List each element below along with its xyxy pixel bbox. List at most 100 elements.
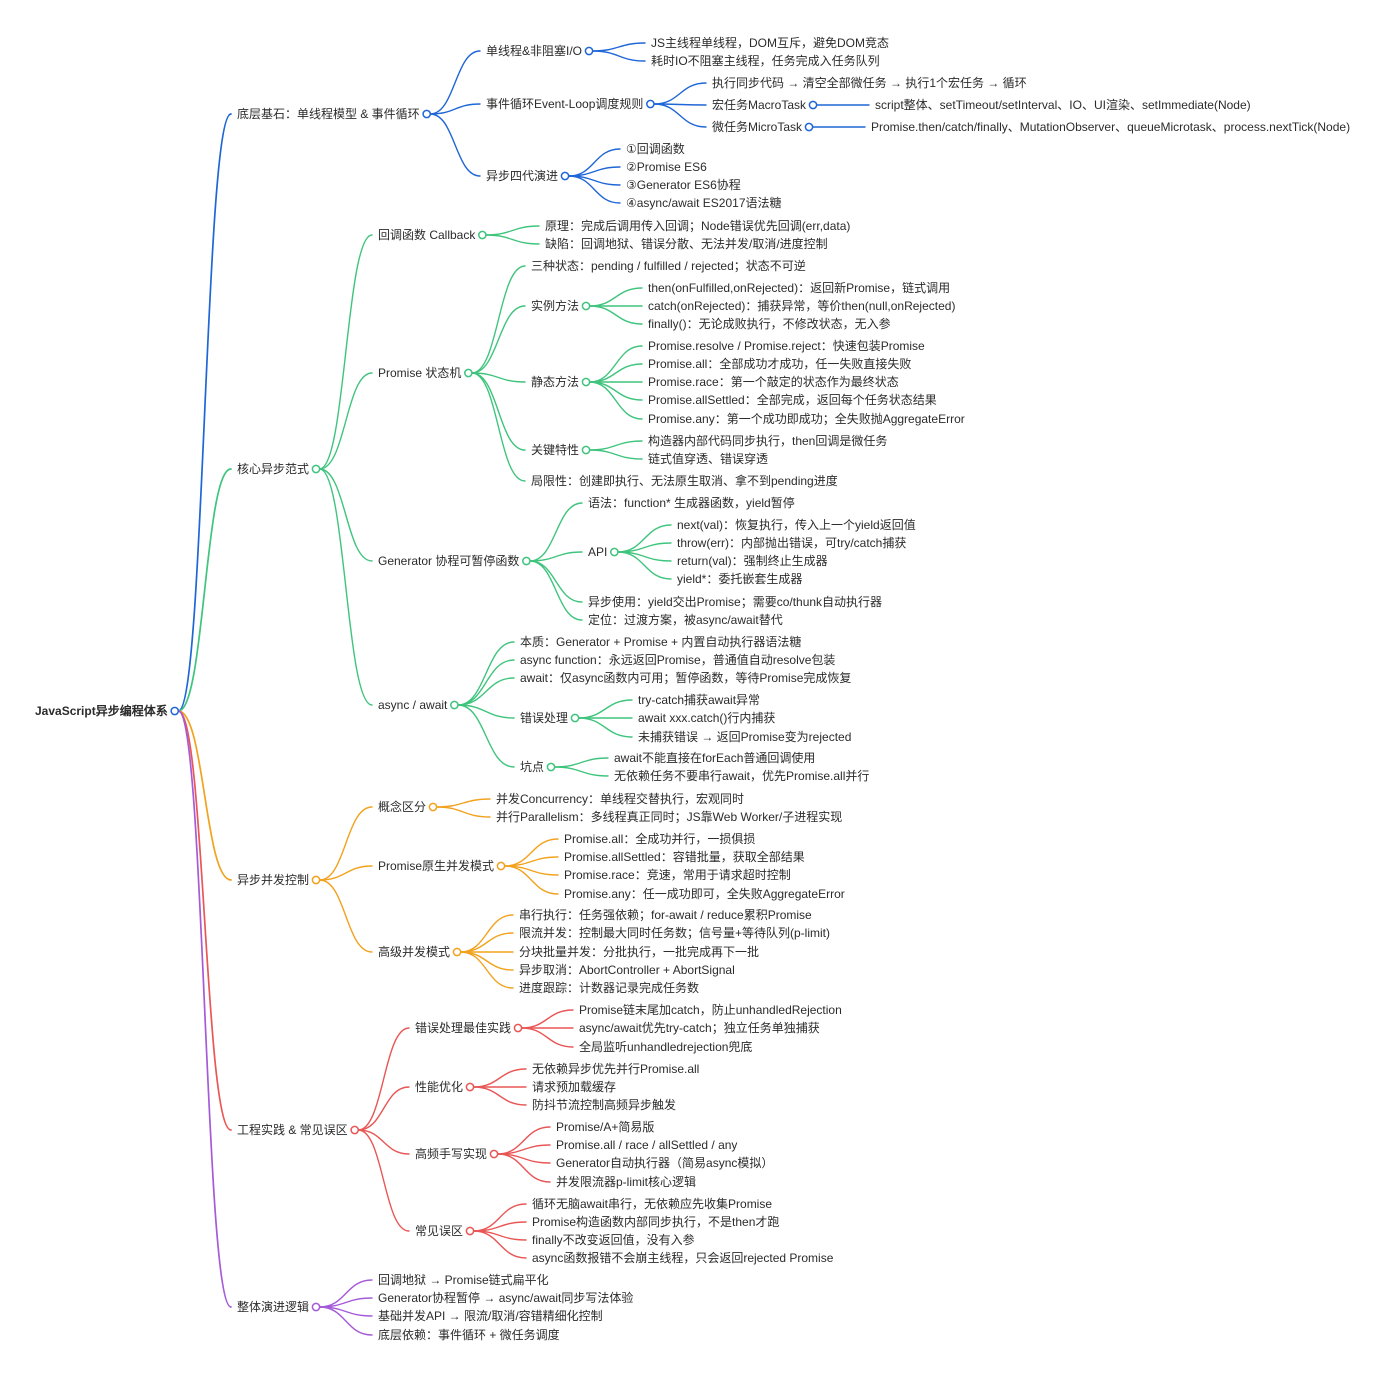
leaf-label: 构造器内部代码同步执行，then回调是微任务 (648, 433, 887, 448)
connector-line (496, 1153, 551, 1183)
leaf-label: finally()：无论成败执行，不修改状态，无入参 (648, 316, 891, 331)
connector-line (588, 449, 643, 460)
connector-line (318, 806, 373, 881)
leaf-label: 请求预加载缓存 (532, 1080, 616, 1094)
topic-label: 关键特性 (531, 442, 579, 457)
fold-toggle[interactable] (609, 547, 619, 557)
connector-line (588, 381, 643, 420)
leaf-label: 进度跟踪：计数器记录完成任务数 (519, 980, 699, 995)
fold-toggle[interactable] (465, 1226, 475, 1236)
connector-line (318, 879, 373, 953)
connector-line (435, 806, 491, 818)
connector-line (457, 704, 515, 719)
leaf-label: Promise.race：竞速，常用于请求超时控制 (564, 867, 791, 882)
connector-line (177, 710, 232, 1131)
connector-line (177, 710, 232, 1308)
fold-toggle[interactable] (428, 802, 438, 812)
topic-label: 高级并发模式 (378, 944, 450, 959)
leaf-label: 无依赖任务不要串行await，优先Promise.all并行 (614, 768, 869, 783)
fold-toggle[interactable] (311, 1302, 321, 1312)
branch-label: 异步并发控制 (237, 872, 309, 887)
leaf-label: Promise.all / race / allSettled / any (556, 1138, 737, 1152)
leaf-label: 并发限流器p-limit核心逻辑 (556, 1174, 696, 1189)
topic-label: 实例方法 (531, 298, 579, 313)
leaf-label: 执行同步代码 → 清空全部微任务 → 执行1个宏任务 → 循环 (712, 75, 1027, 90)
connector-line (429, 113, 481, 177)
connector-line (553, 766, 609, 777)
fold-toggle[interactable] (422, 109, 432, 119)
connector-line (429, 103, 481, 115)
leaf-label: 回调地狱 → Promise链式扁平化 (378, 1272, 549, 1287)
fold-toggle[interactable] (464, 368, 473, 378)
fold-toggle[interactable] (584, 46, 594, 56)
fold-toggle[interactable] (581, 377, 591, 387)
topic-label: API (588, 545, 607, 559)
fold-toggle[interactable] (311, 875, 321, 885)
fold-toggle[interactable] (350, 1125, 360, 1135)
leaf-label: 底层依赖：事件循环 + 微任务调度 (378, 1327, 560, 1342)
topic-label: 高频手写实现 (415, 1146, 487, 1161)
connector-line (485, 234, 540, 245)
fold-toggle[interactable] (581, 445, 591, 455)
leaf-label: 基础并发API → 限流/取消/容错精细化控制 (378, 1308, 603, 1323)
connector-line (471, 372, 526, 482)
topic-label: async / await (378, 698, 448, 712)
topic-label: 性能优化 (415, 1080, 463, 1094)
leaf-label: 异步使用：yield交出Promise；需要co/thunk自动执行器 (588, 594, 882, 609)
leaf-label: 全局监听unhandledrejection兜底 (579, 1039, 752, 1054)
fold-toggle[interactable] (311, 464, 321, 474)
connector-line (357, 1027, 410, 1131)
connector-line (457, 704, 515, 768)
fold-toggle[interactable] (581, 301, 591, 311)
leaf-label: Promise构造函数内部同步执行，不是then才跑 (532, 1214, 779, 1229)
fold-toggle[interactable] (646, 99, 655, 109)
topic-label: 宏任务MacroTask (712, 97, 807, 112)
topic-label: 微任务MicroTask (712, 119, 803, 134)
connector-line (503, 865, 559, 895)
leaf-label: 防抖节流控制高频异步触发 (532, 1097, 676, 1112)
leaf-label: 限流并发：控制最大同时任务数；信号量+等待队列(p-limit) (519, 925, 830, 940)
fold-toggle[interactable] (560, 171, 570, 181)
fold-toggle[interactable] (478, 230, 487, 240)
fold-toggle[interactable] (570, 713, 580, 723)
fold-toggle[interactable] (513, 1023, 523, 1033)
fold-toggle[interactable] (522, 556, 531, 566)
connector-line (471, 265, 526, 374)
topic-label: 异步四代演进 (486, 168, 558, 183)
connector-line (177, 468, 232, 712)
connector-layer (177, 42, 870, 1336)
connector-line (529, 502, 583, 562)
leaf-label: ②Promise ES6 (626, 160, 707, 174)
leaf-label: Generator协程暂停 → async/await同步写法体验 (378, 1290, 633, 1305)
connector-line (429, 50, 481, 115)
connector-line (653, 103, 707, 128)
leaf-label: 三种状态：pending / fulfilled / rejected；状态不可… (531, 258, 806, 273)
fold-toggle[interactable] (450, 700, 459, 710)
leaf-label: try-catch捕获await异常 (638, 692, 760, 707)
leaf-label: async function：永远返回Promise，普通值自动resolve包… (520, 652, 835, 667)
fold-toggle[interactable] (452, 947, 462, 957)
leaf-label: Promise.all：全部成功才成功，任一失败直接失败 (648, 356, 911, 371)
leaf-label: Promise.allSettled：容错批量，获取全部结果 (564, 849, 805, 864)
connector-line (357, 1129, 410, 1155)
fold-toggle[interactable] (808, 100, 818, 110)
fold-toggle[interactable] (465, 1082, 475, 1092)
fold-toggle[interactable] (496, 861, 506, 871)
fold-toggle[interactable] (546, 762, 556, 772)
topic-label: 回调函数 Callback (378, 227, 476, 242)
fold-toggle[interactable] (489, 1149, 499, 1159)
leaf-label: 循环无脑await串行，无依赖应先收集Promise (532, 1196, 772, 1211)
leaf-label: 缺陷：回调地狱、错误分散、无法并发/取消/进度控制 (545, 236, 828, 251)
leaf-label: ④async/await ES2017语法糖 (626, 195, 782, 210)
leaf-label: 耗时IO不阻塞主线程，任务完成入任务队列 (651, 53, 880, 68)
fold-toggle[interactable] (804, 122, 814, 132)
leaf-label: then(onFulfilled,onRejected)：返回新Promise，… (648, 280, 950, 295)
topic-label: 概念区分 (378, 799, 426, 814)
leaf-label: 并发Concurrency：单线程交替执行，宏观同时 (496, 791, 744, 806)
fold-toggle[interactable] (170, 706, 180, 716)
leaf-label: script整体、setTimeout/setInterval、IO、UI渲染、… (875, 97, 1251, 112)
topic-label: Generator 协程可暂停函数 (378, 553, 519, 568)
